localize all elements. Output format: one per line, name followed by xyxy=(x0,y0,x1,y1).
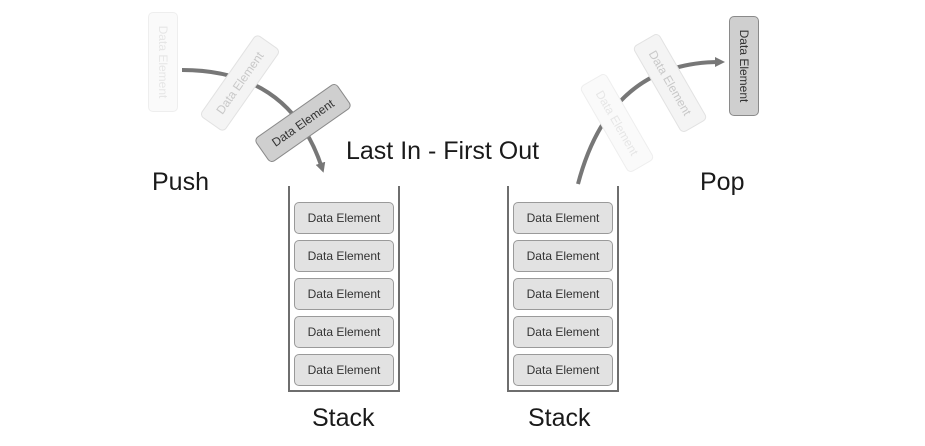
left-stack-element: Data Element xyxy=(294,202,394,234)
left-stack-element: Data Element xyxy=(294,240,394,272)
pop-arrow xyxy=(576,57,725,185)
left-stack-element: Data Element xyxy=(294,278,394,310)
push-arrow xyxy=(181,68,326,173)
right-stack-element: Data Element xyxy=(513,316,613,348)
right-stack-elements: Data Element Data Element Data Element D… xyxy=(513,202,613,392)
pop-element-active: Data Element xyxy=(729,16,759,116)
pop-label: Pop xyxy=(700,168,745,196)
diagram-title: Last In - First Out xyxy=(346,137,540,165)
right-stack-element: Data Element xyxy=(513,354,613,386)
push-label: Push xyxy=(152,168,209,196)
right-stack-element: Data Element xyxy=(513,202,613,234)
right-stack-container: Data Element Data Element Data Element D… xyxy=(507,186,619,392)
right-stack-element: Data Element xyxy=(513,240,613,272)
left-stack-elements: Data Element Data Element Data Element D… xyxy=(294,202,394,392)
left-stack-label: Stack xyxy=(312,404,375,432)
left-stack-container: Data Element Data Element Data Element D… xyxy=(288,186,400,392)
left-stack-element: Data Element xyxy=(294,316,394,348)
push-element-ghost-1: Data Element xyxy=(148,12,178,112)
left-stack-element: Data Element xyxy=(294,354,394,386)
right-stack-element: Data Element xyxy=(513,278,613,310)
right-stack-label: Stack xyxy=(528,404,591,432)
